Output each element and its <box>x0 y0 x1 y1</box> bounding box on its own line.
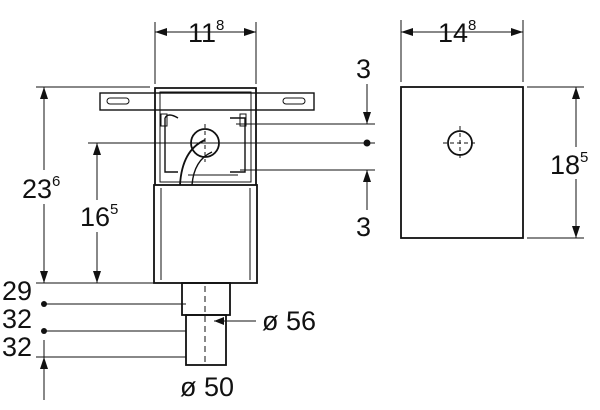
mounting-rail <box>99 92 315 111</box>
installation-box <box>99 87 315 366</box>
bottom-offset-label: 3 <box>356 212 371 242</box>
left-stack-label-3: 32 <box>2 332 32 362</box>
rail-slot-right <box>282 97 306 105</box>
outer-pipe <box>181 282 231 316</box>
clip-left <box>160 113 168 127</box>
cover-plate <box>400 86 524 239</box>
clip-right <box>239 113 247 127</box>
box-width-label: 118 <box>188 17 224 48</box>
rail-slot-left <box>106 97 130 105</box>
left-stack-label-1: 29 <box>2 276 32 306</box>
inner-pipe-label: ø 50 <box>180 372 234 402</box>
box-body <box>153 184 258 284</box>
top-offset-label: 3 <box>356 54 371 84</box>
box-inner-frame <box>159 91 252 183</box>
bracket-left <box>164 114 179 173</box>
elbow-outer <box>179 139 206 186</box>
elbow-inner <box>191 151 213 186</box>
bracket-right <box>230 117 246 173</box>
cover-plate-outline <box>400 86 524 239</box>
cover-height-label: 185 <box>550 149 588 180</box>
cover-width-dimension <box>400 20 524 82</box>
inner-pipe <box>185 314 227 366</box>
cover-height-label-bg <box>548 147 600 179</box>
center-offset-dimension <box>215 84 375 210</box>
total-height-dimension <box>36 86 182 284</box>
inner-height-label-bg <box>78 200 134 232</box>
inner-height-label: 165 <box>80 201 118 232</box>
outer-pipe-label: ø 56 <box>262 306 316 336</box>
left-stack-label-2: 32 <box>2 304 32 334</box>
outer-pipe-leader <box>214 317 256 325</box>
total-height-label: 236 <box>22 173 60 204</box>
box-frame <box>154 87 257 185</box>
total-height-label-bg <box>20 170 72 204</box>
box-width-dimension <box>154 22 257 84</box>
cover-width-label: 148 <box>438 17 476 48</box>
left-stack-dimension <box>36 301 186 400</box>
